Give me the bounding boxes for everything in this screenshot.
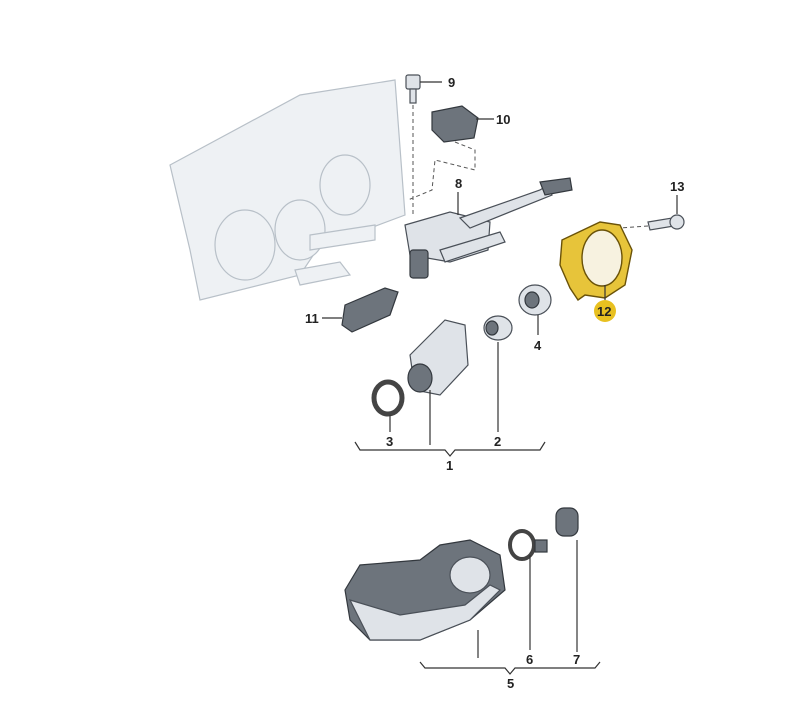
part-6-ring[interactable]	[508, 529, 548, 650]
callout-13: 13	[670, 179, 684, 194]
callout-10: 10	[496, 112, 510, 127]
callout-9: 9	[448, 75, 455, 90]
group-bracket-1	[354, 441, 546, 457]
part-11-bracket[interactable]	[322, 287, 399, 333]
group-bracket-5	[419, 661, 601, 675]
part-8-combination-switch[interactable]	[404, 177, 573, 279]
callout-11: 11	[305, 311, 319, 326]
callout-7: 7	[573, 652, 580, 667]
callout-2: 2	[494, 434, 501, 449]
part-9-screw[interactable]	[405, 74, 442, 215]
callout-6: 6	[526, 652, 533, 667]
callout-1: 1	[446, 458, 453, 473]
callout-5: 5	[507, 676, 514, 691]
callout-12: 12	[597, 304, 611, 319]
callout-4: 4	[534, 338, 542, 353]
highlight-badge	[594, 300, 616, 322]
part-7-cap[interactable]	[555, 507, 579, 652]
part-3-ring[interactable]	[371, 379, 405, 432]
callout-8: 8	[455, 176, 462, 191]
part-13-bolt[interactable]	[619, 195, 685, 231]
part-10-switch[interactable]	[407, 105, 494, 201]
callout-3: 3	[386, 434, 393, 449]
part-5-steering-column-trim[interactable]	[344, 539, 506, 658]
dashboard-outline	[169, 79, 406, 301]
part-12-clock-spring[interactable]	[559, 221, 633, 322]
part-1-ignition-lock[interactable]	[407, 319, 469, 445]
part-2-reader-coil[interactable]	[483, 315, 513, 432]
part-4-switch[interactable]	[518, 284, 552, 335]
